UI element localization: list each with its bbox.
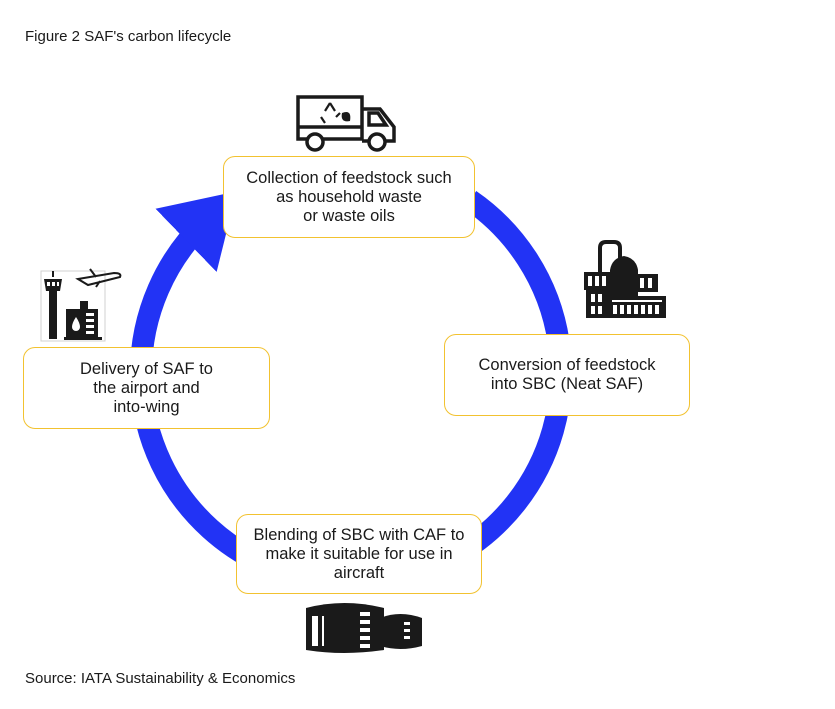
step-delivery-label: Delivery of SAF to the airport and into-… — [80, 359, 213, 416]
step-collection-box: Collection of feedstock such as househol… — [223, 156, 475, 238]
figure-source: Source: IATA Sustainability & Economics — [25, 670, 296, 687]
recycling-truck-icon — [296, 95, 396, 152]
step-conversion-box: Conversion of feedstock into SBC (Neat S… — [444, 334, 690, 416]
refinery-icon — [584, 240, 666, 318]
step-blending-label: Blending of SBC with CAF to make it suit… — [253, 525, 465, 582]
step-delivery-box: Delivery of SAF to the airport and into-… — [23, 347, 270, 429]
storage-tanks-icon — [306, 603, 422, 653]
airport-fuel-icon — [40, 268, 122, 342]
step-blending-box: Blending of SBC with CAF to make it suit… — [236, 514, 482, 594]
step-collection-label: Collection of feedstock such as househol… — [246, 168, 452, 225]
figure-title: Figure 2 SAF's carbon lifecycle — [25, 28, 232, 45]
step-conversion-label: Conversion of feedstock into SBC (Neat S… — [478, 356, 656, 393]
